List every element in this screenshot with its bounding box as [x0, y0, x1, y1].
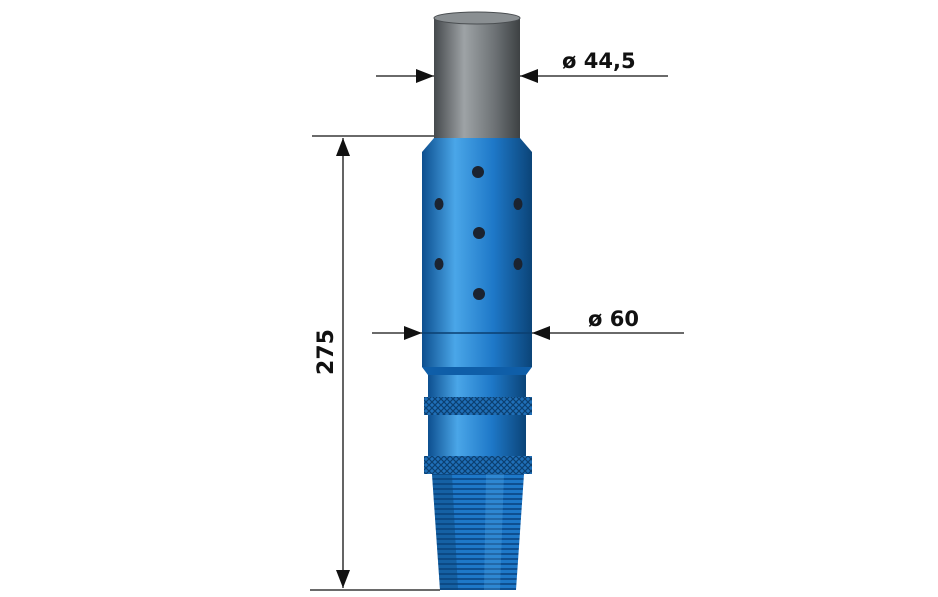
hole: [434, 198, 444, 210]
knurl-band-lower: [424, 456, 532, 474]
body-upper-taper: [422, 138, 532, 152]
dimension-top-diameter: ø 44,5: [376, 49, 668, 83]
arrow-right-icon: [404, 326, 422, 340]
body-between-knurls: [428, 415, 526, 456]
hole: [513, 258, 523, 270]
top-diameter-label: ø 44,5: [562, 49, 636, 73]
threaded-pin: [432, 474, 524, 590]
length-label: 275: [314, 329, 339, 375]
knurl-band-upper: [424, 397, 532, 415]
body-diameter-label: ø 60: [588, 307, 639, 331]
hole: [434, 258, 444, 270]
thread-shade: [432, 474, 458, 590]
pipe-top-ellipse: [433, 11, 521, 25]
hole: [472, 166, 484, 178]
arrow-left-icon: [520, 69, 538, 83]
arrow-up-icon: [336, 138, 350, 156]
arrow-down-icon: [336, 570, 350, 588]
body-neck: [422, 367, 532, 375]
dimension-length: 275: [310, 135, 440, 591]
perforated-body: [422, 138, 532, 590]
dimension-body-diameter: ø 60: [372, 307, 684, 340]
hole: [513, 198, 523, 210]
pipe-body: [434, 18, 520, 138]
hole: [473, 227, 485, 239]
top-pipe: [433, 11, 521, 138]
thread-highlight: [484, 474, 504, 590]
hole: [473, 288, 485, 300]
arrow-right-icon: [416, 69, 434, 83]
arrow-left-icon: [532, 326, 550, 340]
body-lower-section: [428, 375, 526, 397]
